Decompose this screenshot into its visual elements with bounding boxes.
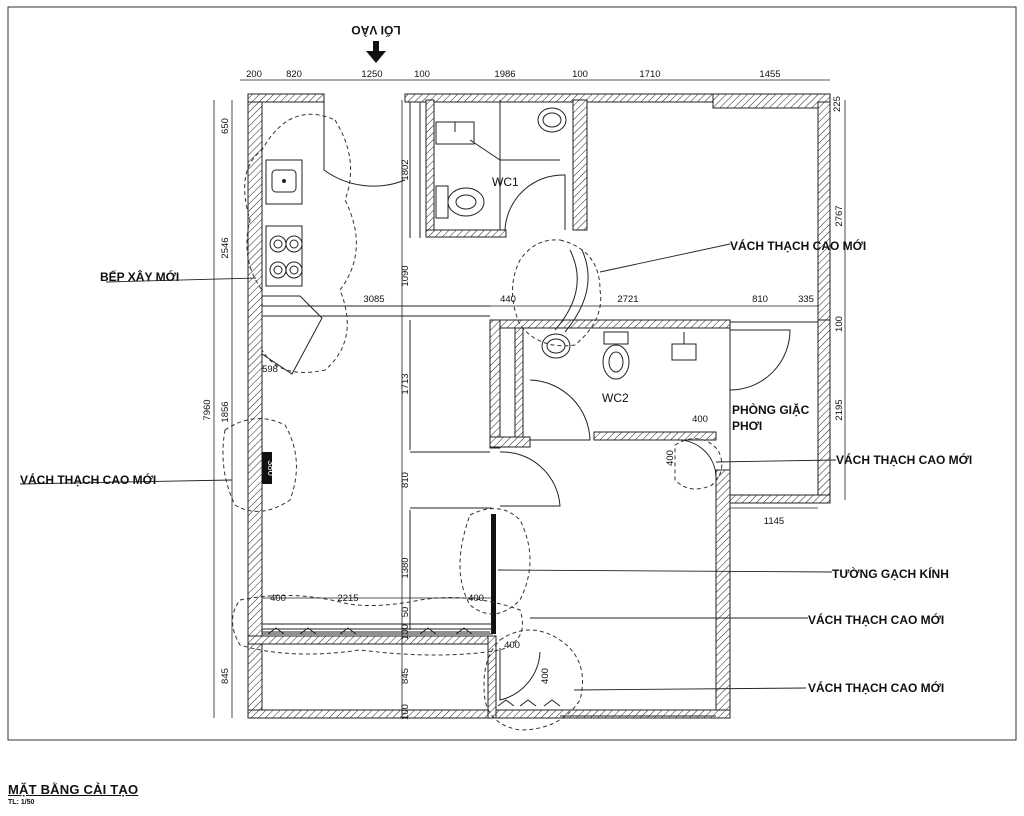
label-phong-giac-2: PHƠI [732,419,762,433]
svg-text:598: 598 [262,364,278,375]
svg-text:100: 100 [400,704,411,720]
label-vach-left: VÁCH THẠCH CAO MỚI [20,472,156,487]
label-vach-r2: VÁCH THẠCH CAO MỚI [808,612,944,627]
svg-text:200: 200 [246,69,262,80]
wc2-wall-bottom [489,436,531,448]
svg-text:400: 400 [270,593,286,604]
svg-text:810: 810 [752,294,768,305]
svg-text:1713: 1713 [400,373,411,394]
svg-text:100: 100 [572,69,588,80]
room-label-wc2: WC2 [602,391,629,405]
svg-text:100: 100 [834,316,845,332]
svg-text:2767: 2767 [834,205,845,226]
shower-door [499,648,541,701]
svg-text:650: 650 [220,118,231,134]
svg-text:400: 400 [692,414,708,425]
wc1-door [504,174,566,231]
svg-text:400: 400 [540,668,551,684]
room-label-wc1: WC1 [492,175,519,189]
entry-door [323,102,406,187]
svg-text:845: 845 [220,668,231,684]
svg-text:400: 400 [504,640,520,651]
svg-text:2195: 2195 [834,399,845,420]
label-phong-giac-1: PHÒNG GIẶC [732,402,810,417]
wc2-fixtures [541,331,697,380]
wall-balcony-right [817,319,831,503]
svg-text:810: 810 [400,472,411,488]
svg-text:1856: 1856 [220,401,231,422]
lower-door [499,451,561,507]
svg-text:1145: 1145 [764,516,784,527]
dims-left: 650 2546 7960 1856 845 [202,118,231,684]
svg-text:380: 380 [265,460,276,476]
svg-text:845: 845 [400,668,411,684]
wall-top-left [247,93,325,103]
svg-text:400: 400 [468,593,484,604]
svg-text:2215: 2215 [337,593,358,604]
entry-label: LỐI VÀO [351,23,400,38]
wall-right-upper [817,101,831,323]
dims-right: 2767 100 2195 [834,205,845,420]
wc1-wall-left [425,99,435,236]
svg-text:1090: 1090 [400,265,411,286]
svg-text:1802: 1802 [400,159,411,180]
kitchen-counter [261,159,323,375]
svg-text:50: 50 [400,607,411,618]
dims-top: 200 820 1250 100 1986 100 1710 1455 225 [246,69,843,112]
kitchen-niche [262,452,272,484]
dims-inner: 3085 440 2721 810 335 1145 598 380 400 4… [262,294,814,684]
wc2-wall-top [489,319,731,329]
wall-balcony-bottom [729,494,831,504]
drawing-frame [7,6,1017,741]
wall-left [247,95,263,719]
entry-arrow [366,41,386,63]
wc2-wall-bottom2 [593,431,717,441]
wc2-wall-left [489,319,501,449]
svg-text:2546: 2546 [220,237,231,258]
svg-text:335: 335 [798,294,814,305]
svg-text:400: 400 [665,450,676,466]
wall-bottom-sep [247,635,497,645]
glass-brick-wall [491,514,496,634]
doors [323,102,791,701]
svg-text:2721: 2721 [617,294,638,305]
walls [247,93,831,719]
dims-mid: 1802 1090 1713 810 1380 50 100 845 100 [400,159,411,720]
svg-text:1380: 1380 [400,557,411,578]
windows [261,623,561,707]
label-vach-right: VÁCH THẠCH CAO MỚI [836,452,972,467]
svg-text:3085: 3085 [363,294,384,305]
wc1-wall-bottom [425,229,507,238]
revision-clouds [222,113,723,731]
svg-text:100: 100 [414,69,430,80]
svg-text:440: 440 [500,294,516,305]
svg-text:1986: 1986 [494,69,515,80]
wall-top-step [712,93,831,109]
svg-text:1250: 1250 [361,69,382,80]
svg-text:1455: 1455 [759,69,780,80]
dimension-lines [213,79,846,718]
curved-wall [554,249,589,333]
wall-right-lower [715,469,731,719]
label-vach-r3: VÁCH THẠCH CAO MỚI [808,680,944,695]
wc1-fixtures [435,107,567,219]
label-vach-top: VÁCH THẠCH CAO MỚI [730,238,866,253]
svg-text:225: 225 [832,96,843,112]
sheet-scale: TL: 1/50 [8,799,35,806]
svg-text:820: 820 [286,69,302,80]
balcony-door [729,329,791,391]
wc2-wall-inner [514,327,524,439]
svg-text:7960: 7960 [202,399,213,420]
leader-lines [19,243,837,691]
label-bep-xay-moi: BẾP XÂY MỚI [100,269,179,284]
wall-shower [487,635,497,719]
label-tuong-gach-kinh: TƯỜNG GẠCH KÍNH [832,566,949,581]
wc1-wall-right [572,99,588,231]
wc2-corner-door [677,439,717,479]
svg-text:100: 100 [400,624,411,640]
sheet-title: MẶT BẰNG CẢI TẠO [8,782,139,797]
wc2-door [529,379,591,441]
svg-text:1710: 1710 [639,69,660,80]
